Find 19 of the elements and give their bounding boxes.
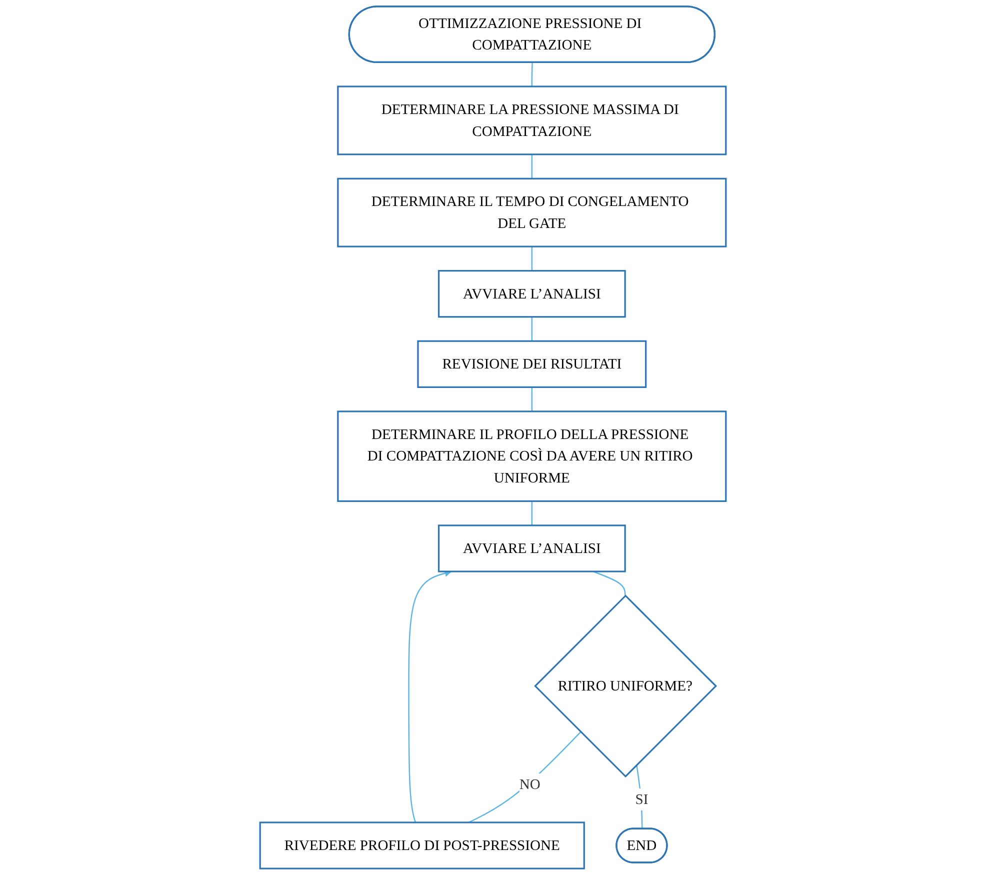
connector	[531, 246, 533, 271]
edge-label: NO	[519, 776, 540, 792]
connector	[592, 570, 626, 596]
arrow	[408, 570, 452, 823]
connector	[531, 316, 533, 342]
node-diamond: RITIRO UNIFORME?	[534, 594, 718, 778]
connector	[531, 387, 533, 412]
node-box: REVISIONE DEI RISULTATI	[417, 340, 647, 388]
edge-label: SI	[635, 790, 648, 808]
node-box: AVVIARE L’ANALISI	[438, 524, 626, 572]
node-box: RIVEDERE PROFILO DI POST-PRESSIONE	[259, 822, 585, 870]
node-box: AVVIARE L’ANALISI	[438, 270, 626, 318]
connector	[468, 732, 582, 823]
node-box: DETERMINARE IL PROFILO DELLA PRESSIONE DI COMPATTAZIONE COSÌ DA AVERE UN RITIRO UNIFORME	[337, 410, 727, 502]
node-box: DETERMINARE IL TEMPO DI CONGELAMENTO DEL GATE	[337, 178, 727, 248]
connector	[531, 62, 533, 86]
node-box: DETERMINARE LA PRESSIONE MASSIMA DI COMPATTAZIONE	[337, 86, 727, 156]
connector	[531, 154, 533, 179]
connector	[531, 501, 533, 526]
